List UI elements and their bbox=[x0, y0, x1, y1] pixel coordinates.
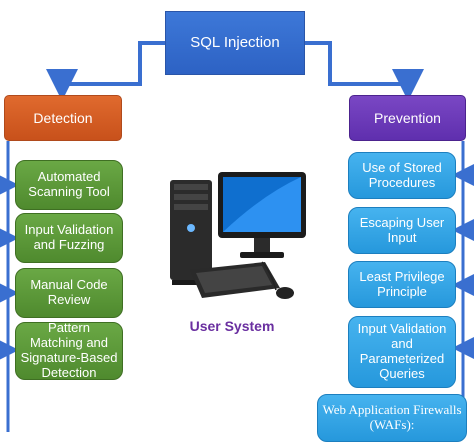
detection-item-manual-code-review: Manual Code Review bbox=[15, 268, 123, 318]
prevention-item-stored-procedures: Use of Stored Procedures bbox=[348, 152, 456, 199]
detection-item-automated-scanning: Automated Scanning Tool bbox=[15, 160, 123, 210]
category-detection: Detection bbox=[4, 95, 122, 141]
root-node-sql-injection: SQL Injection bbox=[165, 11, 305, 75]
category-prevention: Prevention bbox=[349, 95, 466, 141]
detection-item-pattern-matching: Pattern Matching and Signature-Based Det… bbox=[15, 320, 123, 380]
connector-root-prevention bbox=[305, 41, 424, 101]
user-system-label: User System bbox=[189, 318, 275, 334]
prevention-item-parameterized-queries: Input Validation and Parameterized Queri… bbox=[348, 316, 456, 388]
prevention-item-waf: Web Application Firewalls (WAFs): bbox=[317, 394, 467, 442]
connector-root-detection bbox=[46, 41, 165, 101]
prevention-item-escaping-input: Escaping User Input bbox=[348, 207, 456, 254]
computer-icon bbox=[170, 172, 306, 299]
detection-item-input-validation: Input Validation and Fuzzing bbox=[15, 213, 123, 263]
prevention-item-least-privilege: Least Privilege Principle bbox=[348, 261, 456, 308]
